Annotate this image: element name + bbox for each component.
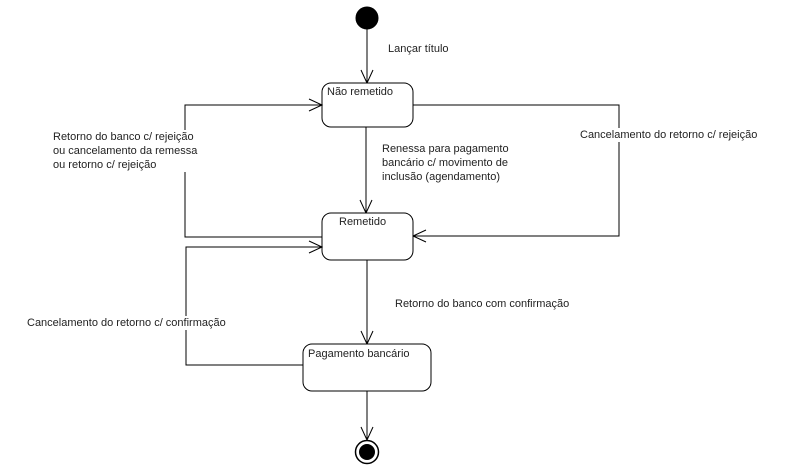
final-state[interactable] [354, 439, 380, 465]
label-cancelamento-rejeicao: Cancelamento do retorno c/ rejeição [579, 128, 759, 142]
state-name-remetido: Remetido [339, 216, 387, 228]
label-retorno-rejeicao-line-3: ou retorno c/ rejeição [53, 159, 157, 171]
transition-final[interactable] [360, 391, 374, 442]
label-lancar-titulo: Lançar título [387, 42, 450, 56]
label-retorno-rejeicao: Retorno do banco c/ rejeição ou cancelam… [52, 130, 199, 172]
transition-confirmacao[interactable] [360, 260, 374, 346]
label-remessa: Renessa para pagamento bancário c/ movim… [381, 142, 510, 184]
transition-cancelamento-confirmacao[interactable] [185, 240, 324, 366]
state-name-pagamento-bancario: Pagamento bancário [308, 348, 410, 360]
label-remessa-line-1: Renessa para pagamento [382, 143, 509, 155]
state-name-nao-remetido: Não remetido [327, 86, 394, 98]
label-confirmacao: Retorno do banco com confirmação [394, 297, 571, 311]
initial-state[interactable] [355, 6, 379, 30]
label-retorno-rejeicao-line-2: ou cancelamento da remessa [53, 145, 198, 157]
transition-retorno-rejeicao[interactable] [184, 98, 324, 238]
label-remessa-line-2: bancário c/ movimento de [382, 157, 508, 169]
label-cancelamento-confirmacao: Cancelamento do retorno c/ confirmação [26, 316, 227, 330]
transition-remessa[interactable] [359, 127, 373, 215]
label-retorno-rejeicao-line-1: Retorno do banco c/ rejeição [53, 131, 194, 143]
transition-initial[interactable] [360, 29, 374, 85]
label-remessa-line-3: inclusão (agendamento) [382, 171, 501, 183]
